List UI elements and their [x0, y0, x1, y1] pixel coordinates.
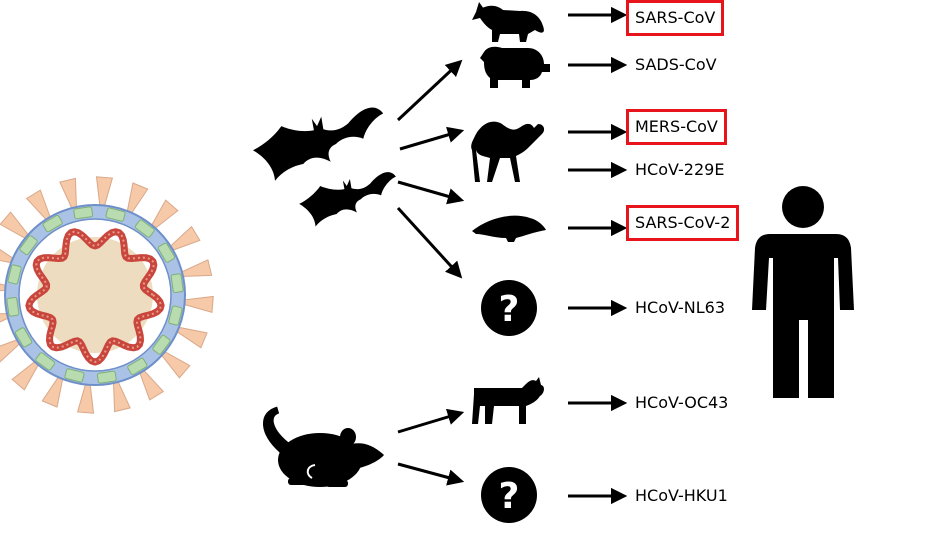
spike-protein	[59, 177, 78, 211]
spike-protein	[179, 259, 213, 278]
membrane-protein	[73, 206, 94, 220]
membrane-protein	[157, 242, 176, 263]
spike-protein	[126, 182, 149, 216]
rodent-icon	[263, 406, 384, 487]
spike-protein	[25, 189, 52, 222]
membrane-protein	[96, 370, 117, 384]
membrane-protein	[64, 368, 85, 383]
membrane-protein	[168, 305, 183, 326]
pangolin-icon	[472, 215, 546, 242]
arrow-bat-to-pig	[396, 59, 463, 122]
spike-protein	[0, 211, 31, 240]
virus-label-sars-cov-2: SARS-CoV-2	[626, 205, 740, 241]
spike-protein	[95, 176, 114, 208]
coronavirus-particle-icon	[0, 176, 214, 414]
question-mark-icon: ?	[481, 467, 537, 523]
arrow-bat-to-unknown	[396, 206, 463, 279]
cattle-icon	[472, 377, 544, 424]
membrane-protein	[152, 334, 171, 355]
svg-text:?: ?	[499, 476, 520, 517]
civet-icon	[472, 2, 544, 43]
virus-label-mers-cov: MERS-CoV	[626, 109, 727, 145]
spike-protein	[150, 199, 179, 231]
spike-protein	[168, 225, 201, 252]
camel-icon	[471, 121, 545, 182]
membrane-protein	[170, 273, 184, 294]
membrane-protein	[7, 264, 22, 285]
question-mark-icon: ?	[481, 280, 537, 336]
membrane-protein	[19, 235, 38, 256]
bat-icon	[299, 172, 396, 227]
arrow-bat-to-pangolin	[397, 180, 465, 205]
spike-protein	[112, 379, 131, 413]
spike-protein	[159, 350, 191, 379]
spike-protein	[138, 368, 165, 401]
virus-label-hcov-oc43: HCoV-OC43	[635, 393, 729, 412]
rna-genome-texture	[27, 230, 163, 364]
virus-label-hcov-229e: HCoV-229E	[635, 160, 725, 179]
membrane-protein	[127, 357, 148, 376]
spike-protein	[76, 382, 95, 414]
svg-text:?: ?	[499, 289, 520, 330]
membrane-protein	[134, 219, 155, 238]
spike-protein	[174, 326, 208, 349]
bat-icon	[253, 107, 384, 181]
human-icon	[752, 186, 854, 398]
membrane-protein	[42, 214, 63, 233]
membrane-protein	[35, 352, 56, 371]
membrane-protein	[6, 296, 20, 317]
spike-protein	[11, 359, 40, 391]
membrane-protein	[14, 327, 33, 348]
pig-icon	[480, 46, 550, 88]
arrow-bat-to-camel	[399, 126, 465, 151]
arrow-rodent-to-cattle	[397, 408, 465, 434]
arrow-rodent-to-unknown	[397, 462, 465, 486]
virus-label-hcov-nl63: HCoV-NL63	[635, 298, 726, 317]
virus-label-sads-cov: SADS-CoV	[635, 55, 717, 74]
spike-protein	[41, 374, 64, 408]
virus-label-hcov-hku1: HCoV-HKU1	[635, 486, 728, 505]
spike-protein	[182, 295, 214, 314]
membrane-protein	[105, 207, 126, 222]
virus-label-sars-cov: SARS-CoV	[626, 0, 725, 36]
nucleocapsid-core	[37, 237, 153, 353]
